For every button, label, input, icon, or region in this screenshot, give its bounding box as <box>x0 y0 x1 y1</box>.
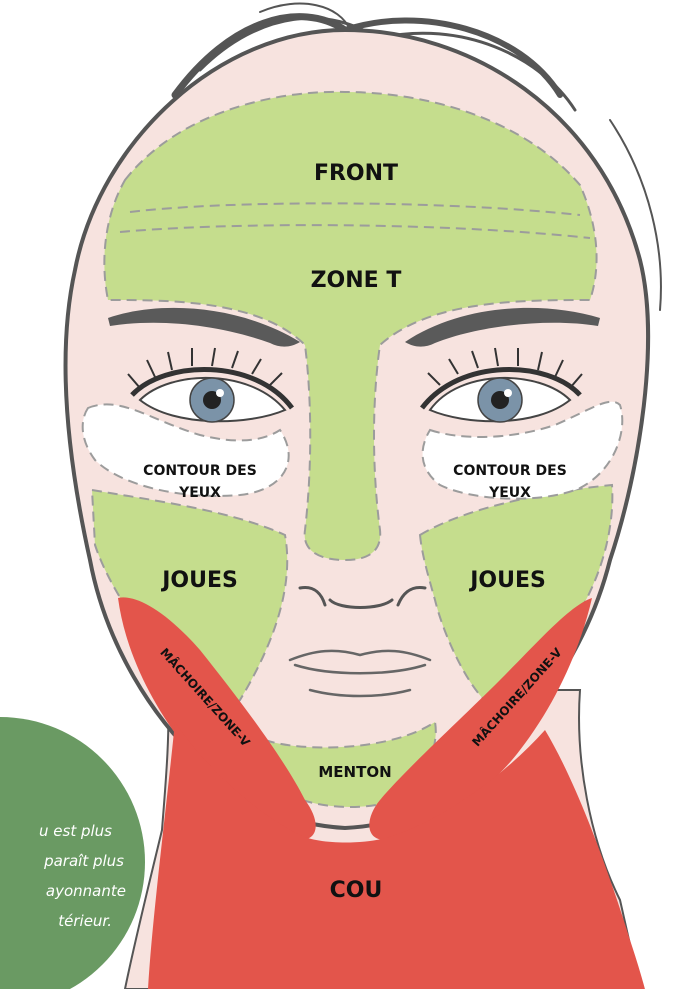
label-eye-contour-left-line2: YEUX <box>178 485 221 501</box>
quote-badge: u est plus paraît plus ayonnante térieur… <box>0 717 145 989</box>
label-chin: MENTON <box>318 763 391 781</box>
label-cheek-right: JOUES <box>468 568 546 593</box>
quote-line-4: térieur. <box>58 912 112 930</box>
label-zone-t: ZONE T <box>311 268 402 293</box>
quote-line-2: paraît plus <box>43 852 124 870</box>
quote-line-3: ayonnante <box>46 882 126 900</box>
label-cheek-left: JOUES <box>160 568 238 593</box>
label-front: FRONT <box>314 161 398 186</box>
label-eye-contour-left-line1: CONTOUR DES <box>143 463 257 479</box>
label-eye-contour-right-line2: YEUX <box>488 485 531 501</box>
label-neck: COU <box>330 878 383 903</box>
quote-line-1: u est plus <box>39 822 112 840</box>
label-eye-contour-right-line1: CONTOUR DES <box>453 463 567 479</box>
